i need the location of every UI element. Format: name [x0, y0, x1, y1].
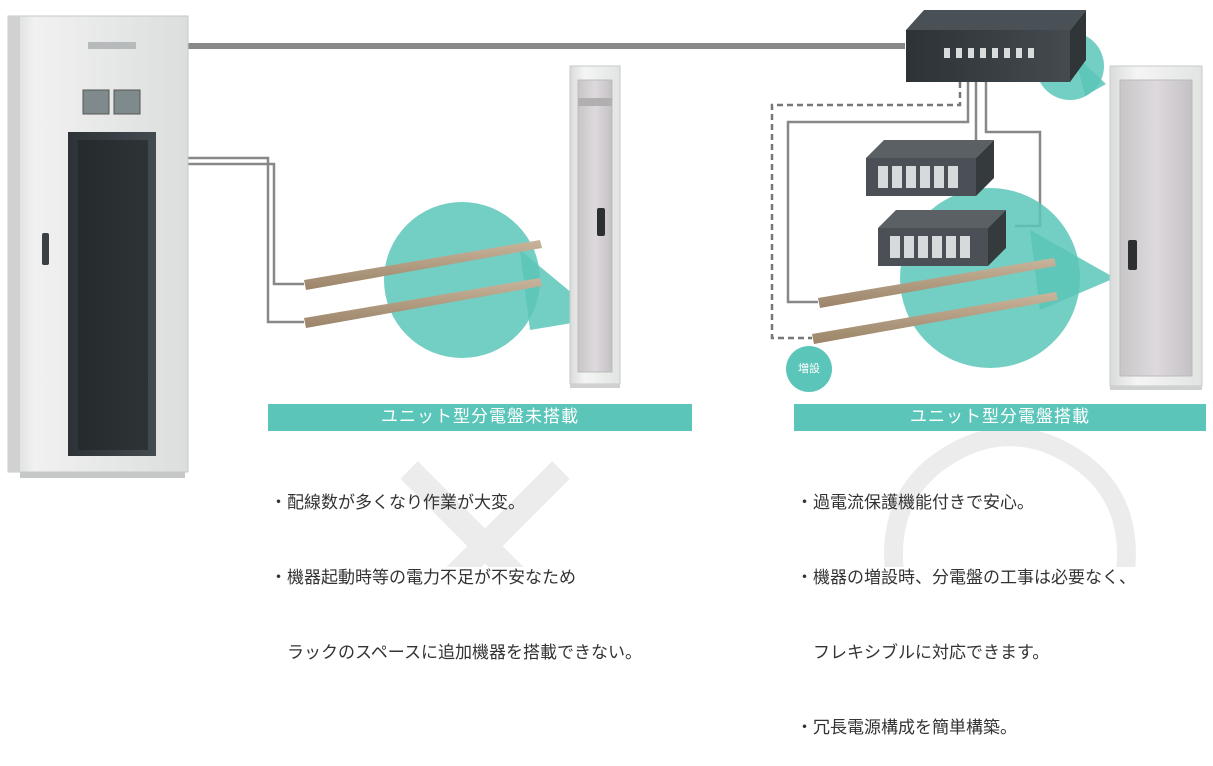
left-panel-title: ユニット型分電盤未搭載: [268, 404, 692, 431]
left-panel-bullets: ・配線数が多くなり作業が大変。 ・機器起動時等の電力不足が不安なため ラックのス…: [270, 441, 642, 691]
right-setup: [812, 10, 1203, 390]
right-panel-title: ユニット型分電盤搭載: [794, 404, 1206, 431]
diagram-canvas: × ○: [7, 10, 1203, 567]
bullet-item: ・機器起動時等の電力不足が不安なため: [270, 568, 576, 588]
bullet-item: ・機器の増設時、分電盤の工事は必要なく、: [796, 568, 1136, 588]
ok-mark: ○: [866, 334, 1154, 567]
server-rack-icon: [569, 65, 621, 388]
ng-mark: ×: [359, 362, 610, 567]
bullet-item: フレキシブルに対応できます。: [796, 643, 1050, 663]
power-supply-unit-icon: [878, 210, 1006, 266]
bullet-item: ・過電流保護機能付きで安心。: [796, 493, 1034, 513]
addon-badge: 増設: [786, 346, 832, 392]
distribution-cabinet-icon: [7, 15, 189, 478]
power-strip-icon: [812, 258, 1058, 344]
power-supply-unit-icon: [866, 140, 994, 196]
bullet-item: ・配線数が多くなり作業が大変。: [270, 493, 525, 513]
left-setup: [304, 65, 621, 388]
power-strip-icon: [304, 240, 542, 328]
bullet-item: ・冗長電源構成を簡単構築。: [796, 718, 1017, 738]
right-panel-bullets: ・過電流保護機能付きで安心。 ・機器の増設時、分電盤の工事は必要なく、 フレキシ…: [796, 441, 1136, 766]
bullet-item: ラックのスペースに追加機器を搭載できない。: [270, 643, 642, 663]
server-rack-icon: [1109, 65, 1203, 390]
unit-distribution-board-icon: [906, 10, 1086, 82]
